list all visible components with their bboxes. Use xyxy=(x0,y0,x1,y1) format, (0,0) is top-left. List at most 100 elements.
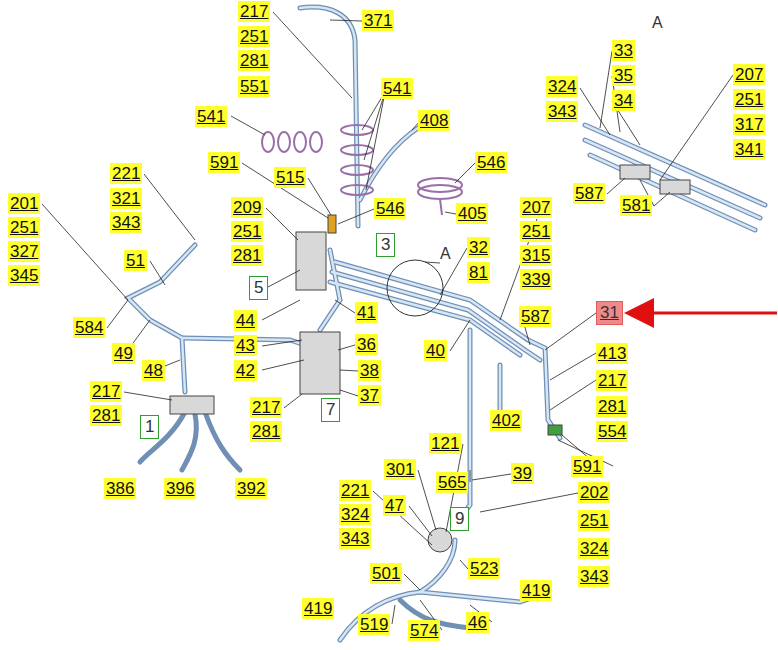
detail-circle xyxy=(387,260,443,316)
callout-number: 345 xyxy=(8,265,40,286)
callout-number: 317 xyxy=(733,114,765,135)
hose-coils xyxy=(262,125,462,215)
callout-number: 501 xyxy=(370,563,402,584)
callout-number: 44 xyxy=(234,310,257,331)
pipe-outline xyxy=(128,7,765,640)
callout-number: 51 xyxy=(124,250,147,271)
callout-number: 207 xyxy=(733,64,765,85)
callout-number: 46 xyxy=(466,612,489,633)
assembly-box: 3 xyxy=(376,233,395,257)
callout-number: 343 xyxy=(546,101,578,122)
callout-number: 343 xyxy=(110,212,142,233)
callout-number: 546 xyxy=(374,198,406,219)
callout-number: 301 xyxy=(384,459,416,480)
callout-number: 371 xyxy=(362,10,394,31)
callout-number: 81 xyxy=(467,262,490,283)
callout-number: 202 xyxy=(578,482,610,503)
callout-number: 419 xyxy=(302,598,334,619)
callout-number: 541 xyxy=(195,106,227,127)
callout-number: 37 xyxy=(358,385,381,406)
callout-number: 209 xyxy=(231,197,263,218)
callout-number: 396 xyxy=(164,478,196,499)
callout-number: 221 xyxy=(339,480,371,501)
detail-letter: A xyxy=(438,243,453,264)
callout-number: 327 xyxy=(8,241,40,262)
highlight-box: 31 xyxy=(596,301,623,325)
callout-number: 34 xyxy=(612,90,635,111)
callout-number: 584 xyxy=(73,317,105,338)
callout-number: 551 xyxy=(238,76,270,97)
detail-letter: A xyxy=(650,12,665,33)
callout-number: 40 xyxy=(424,340,447,361)
callout-number: 591 xyxy=(571,456,603,477)
callout-number: 32 xyxy=(467,237,490,258)
callout-number: 408 xyxy=(418,110,450,131)
callout-number: 251 xyxy=(238,26,270,47)
assembly-number: 1 xyxy=(145,417,154,436)
callout-number: 33 xyxy=(612,40,635,61)
callout-number: 36 xyxy=(355,334,378,355)
callout-number: 587 xyxy=(519,306,551,327)
callout-number: 413 xyxy=(596,343,628,364)
callout-number: 546 xyxy=(475,152,507,173)
callout-number: 523 xyxy=(468,558,500,579)
callout-number: 519 xyxy=(358,614,390,635)
callout-number: 341 xyxy=(733,139,765,160)
callout-number: 324 xyxy=(546,76,578,97)
callout-number: 48 xyxy=(142,360,165,381)
pipe-fill xyxy=(128,7,765,640)
assembly-number: 7 xyxy=(326,400,335,419)
callout-number: 41 xyxy=(355,302,378,323)
assembly-box: 5 xyxy=(249,276,268,300)
assembly-box: 9 xyxy=(450,507,469,531)
assembly-number: 31 xyxy=(600,303,619,322)
callout-number: 419 xyxy=(520,580,552,601)
callout-number: 217 xyxy=(238,1,270,22)
callout-number: 554 xyxy=(596,421,628,442)
assembly-number: 3 xyxy=(381,235,390,254)
assembly-number: 5 xyxy=(254,278,263,297)
callout-number: 321 xyxy=(110,188,142,209)
callout-number: 201 xyxy=(8,193,40,214)
leader-lines xyxy=(42,12,733,630)
pointer-arrow xyxy=(630,312,777,315)
callout-number: 392 xyxy=(235,478,267,499)
callout-number: 591 xyxy=(208,152,240,173)
callout-number: 339 xyxy=(520,269,552,290)
callout-number: 121 xyxy=(429,433,461,454)
callout-number: 343 xyxy=(339,528,371,549)
callout-number: 251 xyxy=(520,221,552,242)
callout-number: 405 xyxy=(456,203,488,224)
callout-number: 39 xyxy=(511,463,534,484)
callout-number: 343 xyxy=(578,566,610,587)
callout-number: 565 xyxy=(436,472,468,493)
callout-number: 43 xyxy=(234,335,257,356)
valve-blocks xyxy=(170,165,690,552)
callout-number: 315 xyxy=(520,245,552,266)
callout-number: 217 xyxy=(90,381,122,402)
callout-number: 281 xyxy=(238,50,270,71)
callout-number: 402 xyxy=(490,410,522,431)
callout-number: 324 xyxy=(339,504,371,525)
callout-number: 587 xyxy=(573,183,605,204)
assembly-box: 1 xyxy=(140,415,159,439)
callout-number: 251 xyxy=(231,221,263,242)
callout-number: 515 xyxy=(274,167,306,188)
assembly-box: 7 xyxy=(321,398,340,422)
callout-number: 49 xyxy=(112,343,135,364)
callout-number: 217 xyxy=(250,397,282,418)
assembly-number: 9 xyxy=(455,509,464,528)
callout-number: 251 xyxy=(8,217,40,238)
callout-number: 281 xyxy=(90,405,122,426)
callout-number: 324 xyxy=(578,538,610,559)
callout-number: 38 xyxy=(358,360,381,381)
callout-number: 541 xyxy=(381,78,413,99)
callout-number: 251 xyxy=(578,510,610,531)
callout-number: 217 xyxy=(596,370,628,391)
callout-number: 581 xyxy=(620,195,652,216)
callout-number: 42 xyxy=(234,360,257,381)
callout-number: 281 xyxy=(231,245,263,266)
callout-number: 281 xyxy=(596,396,628,417)
callout-number: 281 xyxy=(250,421,282,442)
callout-number: 251 xyxy=(733,89,765,110)
